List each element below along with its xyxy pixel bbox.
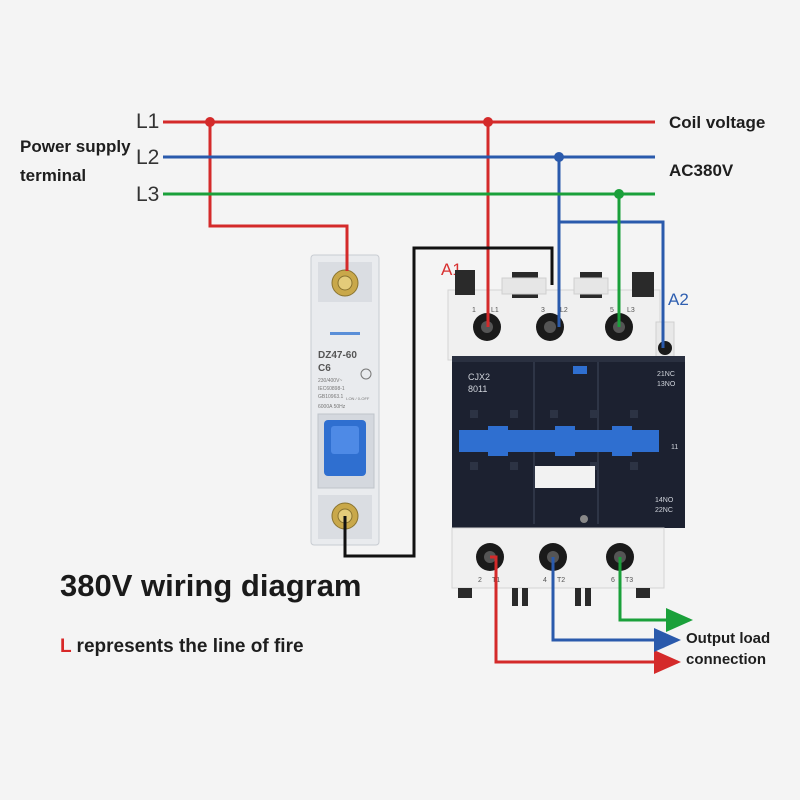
aux-contact-22nc: 22NC (655, 507, 673, 514)
aux-contact-21nc: 21NC (657, 371, 675, 378)
wire-l3 (163, 189, 693, 632)
aux-contact-11: 11 (671, 444, 678, 451)
terminal-l3: L3 (627, 307, 635, 314)
coil-voltage-value: AC380V (669, 161, 734, 180)
breaker-spec-4: 6000A 50Hz (318, 404, 346, 410)
output-load-label: Output load connection (686, 630, 771, 668)
contactor: 1 L1 3 L2 5 L3 CJX2 8011 21NC 13NO 11 14… (447, 270, 685, 606)
terminal-1: 1 (472, 307, 476, 314)
coil-voltage-label: Coil voltage (669, 113, 766, 132)
line-label-l1: L1 (136, 110, 160, 133)
breaker-model: DZ47-60 (318, 350, 357, 361)
terminal-5: 5 (610, 307, 614, 314)
line-label-l3: L3 (136, 183, 160, 206)
wire-coil-black (343, 246, 554, 558)
breaker-spec-1: 230/400V~ (318, 378, 342, 384)
terminal-2: 2 (478, 577, 482, 584)
terminal-l1: L1 (491, 307, 499, 314)
line-label-l2: L2 (136, 146, 160, 169)
breaker-spec-2: IEC60898-1 (318, 386, 345, 392)
aux-contact-14no: 14NO (655, 497, 674, 504)
terminal-6: 6 (611, 577, 615, 584)
legend-note: L represents the line of fire (60, 636, 304, 658)
terminal-4: 4 (543, 577, 547, 584)
coil-terminal-a2-label: A2 (668, 290, 689, 309)
terminal-l2: L2 (560, 307, 568, 314)
contactor-model-2: 8011 (468, 384, 487, 394)
breaker-on-off: I-ON / 0-OFF (346, 396, 370, 401)
breaker-spec-3: GB10963.1 (318, 394, 344, 400)
power-supply-terminal-label: Power supply terminal (20, 137, 131, 185)
contactor-model-1: CJX2 (468, 372, 490, 382)
diagram-title: 380V wiring diagram (60, 568, 362, 603)
breaker-rating: C6 (318, 363, 331, 374)
terminal-t3: T3 (625, 577, 633, 584)
legend-text: represents the line of fire (71, 636, 304, 657)
circuit-breaker: DZ47-60 C6 230/400V~ IEC60898-1 GB10963.… (310, 254, 380, 546)
terminal-t2: T2 (557, 577, 565, 584)
legend-letter: L (60, 636, 72, 657)
wire-l2 (163, 152, 681, 652)
terminal-3: 3 (541, 307, 545, 314)
aux-contact-13no: 13NO (657, 381, 676, 388)
